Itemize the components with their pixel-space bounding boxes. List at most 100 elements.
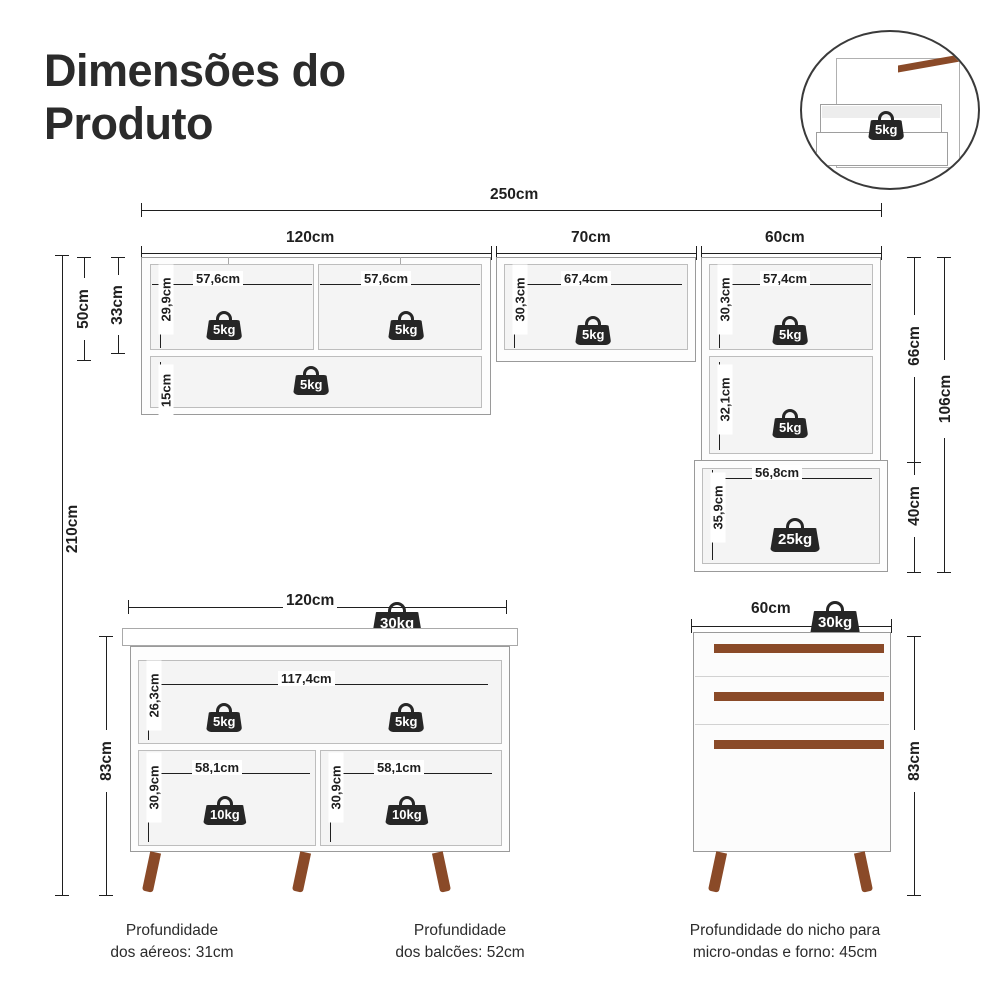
label-overall-height: 210cm [64,474,82,584]
label-ll-upper-width: 117,4cm [278,671,335,686]
weight-handle-icon [782,409,799,423]
leg [291,851,312,893]
divider [400,257,402,264]
label-lower-left-height: 83cm [98,730,116,792]
label-ll-n1-height: 30,9cm [146,752,162,823]
weight-handle-icon [216,703,233,717]
divider [228,257,230,264]
dim-tick [55,895,69,896]
label-niche6-width: 56,8cm [752,465,803,480]
dim-line-upper-w1 [141,253,491,254]
label-niche3-width: 67,4cm [561,271,612,286]
dim-tick [907,257,921,258]
caption-aereos-line2: dos aéreos: 31cm [110,944,234,962]
dim-tick [496,246,497,260]
weight-handle-icon [216,796,233,810]
dim-tick [881,203,882,217]
dim-tick [491,246,492,260]
dim-tick [907,462,921,463]
dim-tick [99,636,113,637]
weight-badge-ll-n2: 10kg [385,796,429,825]
caption-balcoes: Profundidade dos balcões: 52cm [352,920,568,965]
page-title: Dimensões do Produto [44,44,474,150]
label-niche3-height: 30,3cm [512,264,528,335]
weight-badge-upper-n2: 5kg [388,311,425,340]
dim-tick [907,572,921,573]
leg [431,851,452,893]
caption-nicho-line2: micro-ondas e forno: 45cm [692,944,878,962]
label-height-106cm: 106cm [937,360,955,438]
label-ll-upper-height: 26,3cm [146,660,162,731]
weight-handle-icon [303,366,320,380]
dim-tick [141,246,142,260]
leg [141,851,162,893]
weight-badge-ll-n1: 10kg [203,796,247,825]
page-title-line2: Produto [44,98,213,150]
weight-badge-ll-upper-2: 5kg [388,703,425,732]
dim-tick [111,353,125,354]
label-niche4-width: 57,4cm [760,271,811,286]
weight-handle-icon [398,703,415,717]
weight-handle-icon [826,601,845,616]
label-ll-n1-width: 58,1cm [192,760,243,775]
dim-tick [907,895,921,896]
caption-nicho-line1: Profundidade do nicho para [689,922,881,939]
label-ll-n2-height: 30,9cm [328,752,344,823]
dim-tick [111,257,125,258]
dim-line-overall-width [141,210,881,211]
weight-badge-ll-upper-1: 5kg [206,703,243,732]
caption-balcoes-line1: Profundidade [413,922,507,939]
label-ll-n2-width: 58,1cm [374,760,425,775]
dim-tick [881,246,882,260]
label-niche6-height: 35,9cm [710,472,726,543]
dim-tick [907,636,921,637]
weight-badge-upper-strip: 5kg [293,366,330,395]
caption-nicho: Profundidade do nicho para micro-ondas e… [632,920,938,965]
page-title-line1: Dimensões do [44,45,346,96]
label-lower-right-width: 60cm [748,600,794,618]
dim-tick [55,255,69,256]
weight-badge-upper-n4: 5kg [772,316,809,345]
dim-tick [99,895,113,896]
label-strip-height: 15cm [158,364,174,417]
weight-handle-icon [786,518,805,533]
dim-tick [701,246,702,260]
weight-handle-icon [585,316,602,330]
label-lower-right-height: 83cm [906,730,924,792]
weight-handle-icon [388,602,407,617]
weight-handle-icon [878,111,895,125]
lower-left-countertop [122,628,518,646]
dim-tick [128,600,129,614]
label-height-66cm: 66cm [906,315,924,377]
drawer-detail-inset: 5kg [800,30,980,190]
leg [853,851,874,893]
drawer-handle-2 [714,692,884,701]
dim-tick [691,619,692,633]
dim-tick [696,246,697,260]
dim-line-upper-w2 [496,253,696,254]
dim-line-overall-height [62,255,63,895]
weight-handle-icon [782,316,799,330]
weight-badge-lower-right-top: 30kg [810,601,861,635]
weight-handle-icon [398,311,415,325]
label-height-40cm: 40cm [906,475,924,537]
divider [695,676,889,678]
weight-handle-icon [398,796,415,810]
label-overall-width: 250cm [487,186,542,204]
label-niche4-height: 30,3cm [717,264,733,335]
label-niche5-height: 32,1cm [717,364,733,435]
label-lower-left-width: 120cm [283,592,338,610]
weight-handle-icon [216,311,233,325]
caption-aereos: Profundidade dos aéreos: 31cm [72,920,272,965]
dim-tick [77,257,91,258]
dim-tick [937,257,951,258]
label-niche1-height: 29,9cm [158,264,174,335]
label-height-50cm: 50cm [75,278,93,340]
label-height-33cm: 33cm [109,275,127,335]
weight-badge-upper-n6: 25kg [770,518,821,552]
label-niche1-width: 57,6cm [193,271,244,286]
caption-balcoes-line2: dos balcões: 52cm [395,944,525,962]
weight-badge-upper-n5: 5kg [772,409,809,438]
dim-line-upper-w3 [701,253,881,254]
